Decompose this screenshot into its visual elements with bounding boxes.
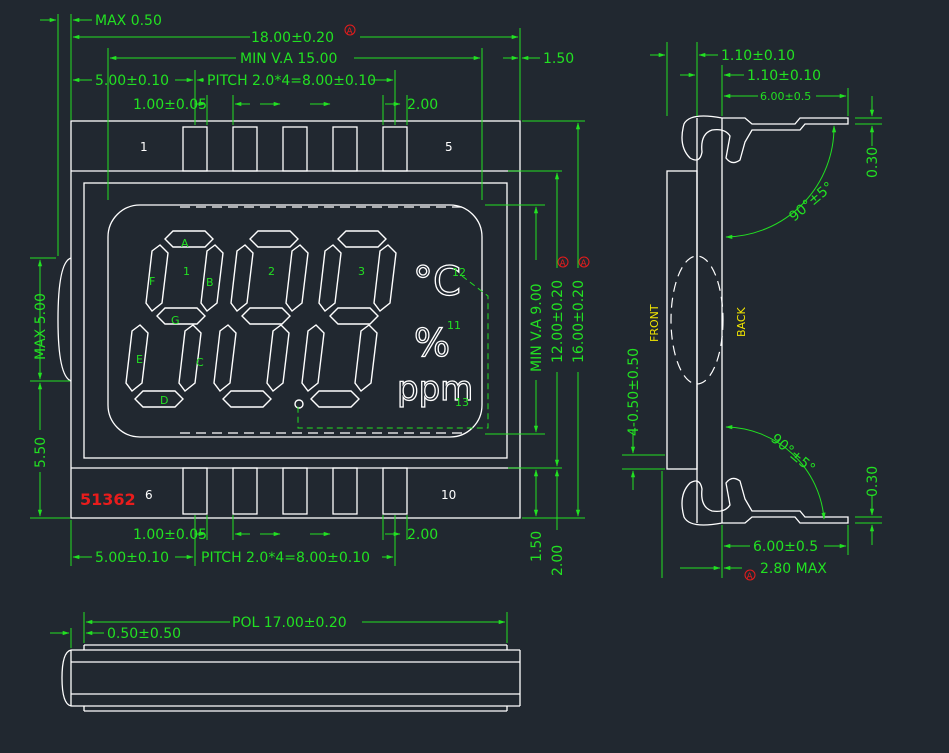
dim-side-bottom-len: 6.00±0.5: [753, 539, 818, 555]
digit2-label: 2: [268, 265, 275, 278]
dim-pol-length: POL 17.00±0.20: [232, 615, 347, 631]
glass-outline: [70, 120, 521, 519]
bottom-pins: [182, 467, 408, 515]
dim-bottom-150: 1.50: [529, 531, 545, 562]
dim-height-16: 16.00±0.20: [571, 280, 587, 363]
segment-e: E: [136, 353, 143, 366]
digit1-label: 1: [183, 265, 190, 278]
dim-max-top: MAX 0.50: [95, 13, 162, 29]
side-dimensions: 1.10±0.10 1.10±0.10 6.00±0.5 0.30 90°±5°…: [622, 42, 882, 582]
datum-marker-side: A: [747, 572, 754, 582]
symbol-11: 11: [447, 319, 461, 332]
segment-d: D: [160, 394, 168, 407]
bottom-dimensions: POL 17.00±0.20 0.50±0.50: [50, 612, 508, 648]
top-pins: [182, 126, 408, 172]
dim-angle-top: 90°±5°: [786, 179, 836, 225]
dim-pin-offset-bottom: 5.00±0.10: [95, 550, 169, 566]
pin1-label: 1: [140, 140, 148, 154]
celsius-symbol: °C: [413, 259, 461, 305]
dim-angle-bottom: 90°±5°: [767, 431, 817, 477]
datum-marker-12: A: [560, 259, 567, 269]
dim-pin-width-top: 1.00±0.05: [133, 97, 207, 113]
dim-pin-len-top: 2.00: [407, 97, 438, 113]
dim-side-top-len: 6.00±0.5: [760, 90, 811, 103]
percent-symbol: %: [414, 321, 450, 365]
pin5-label: 5: [445, 140, 453, 154]
datum-marker-16: A: [581, 259, 588, 269]
dim-pol-offset: 0.50±0.50: [107, 626, 181, 642]
back-label: BACK: [735, 306, 748, 337]
front-label: FRONT: [648, 304, 661, 342]
dim-overall-width: 18.00±0.20: [251, 30, 334, 46]
display-window: [107, 204, 483, 438]
dim-side-thick-top: 0.30: [865, 147, 881, 178]
dim-right-offset: 1.50: [543, 51, 574, 67]
segment-c: C: [196, 356, 204, 369]
segment-f: F: [149, 275, 155, 288]
digit3-label: 3: [358, 265, 365, 278]
front-view: 1 5 6 10 51362: [57, 120, 521, 519]
ppm-symbol: ppm: [397, 369, 473, 409]
dim-pitch-bottom: PITCH 2.0*4=8.00±0.10: [201, 550, 370, 566]
segment-a: A: [181, 237, 189, 250]
dim-min-va-height: MIN V.A 9.00: [529, 283, 545, 372]
dim-side-thick-bottom: 0.30: [865, 466, 881, 497]
dim-side-top-2: 1.10±0.10: [747, 68, 821, 84]
dim-bottom-200: 2.00: [550, 545, 566, 576]
dim-pin-width-bottom: 1.00±0.05: [133, 527, 207, 543]
bottom-view: [61, 644, 521, 712]
dim-pin-len-bottom: 2.00: [407, 527, 438, 543]
segment-g: G: [171, 314, 180, 327]
dim-min-va-width: MIN V.A 15.00: [240, 51, 337, 67]
front-dimensions: MAX 0.50 18.00±0.20 A MIN V.A 15.00 1.50…: [30, 13, 590, 576]
dim-side-pin-offset: 4-0.50±0.50: [626, 348, 642, 436]
viewing-area-outline: [83, 182, 508, 459]
digit-row-bottom: [125, 324, 378, 409]
dim-height-12: 12.00±0.20: [550, 280, 566, 363]
dim-side-max: 2.80 MAX: [760, 561, 827, 577]
part-number: 51362: [80, 490, 136, 509]
pin10-label: 10: [441, 488, 456, 502]
digit-row-top: [145, 230, 397, 325]
dim-side-top-1: 1.10±0.10: [721, 48, 795, 64]
dim-left-max: MAX 5.00: [33, 293, 49, 360]
bulge-outline: [670, 255, 724, 385]
segment-b: B: [206, 276, 214, 289]
dim-pitch-top: PITCH 2.0*4=8.00±0.10: [207, 73, 376, 89]
dim-pin-offset: 5.00±0.10: [95, 73, 169, 89]
datum-marker-top: A: [347, 27, 354, 37]
symbol-12: 12: [452, 266, 466, 279]
symbol-13: 13: [455, 396, 469, 409]
dim-left-550-clear: 5.50: [33, 437, 49, 468]
pin6-label: 6: [145, 488, 153, 502]
